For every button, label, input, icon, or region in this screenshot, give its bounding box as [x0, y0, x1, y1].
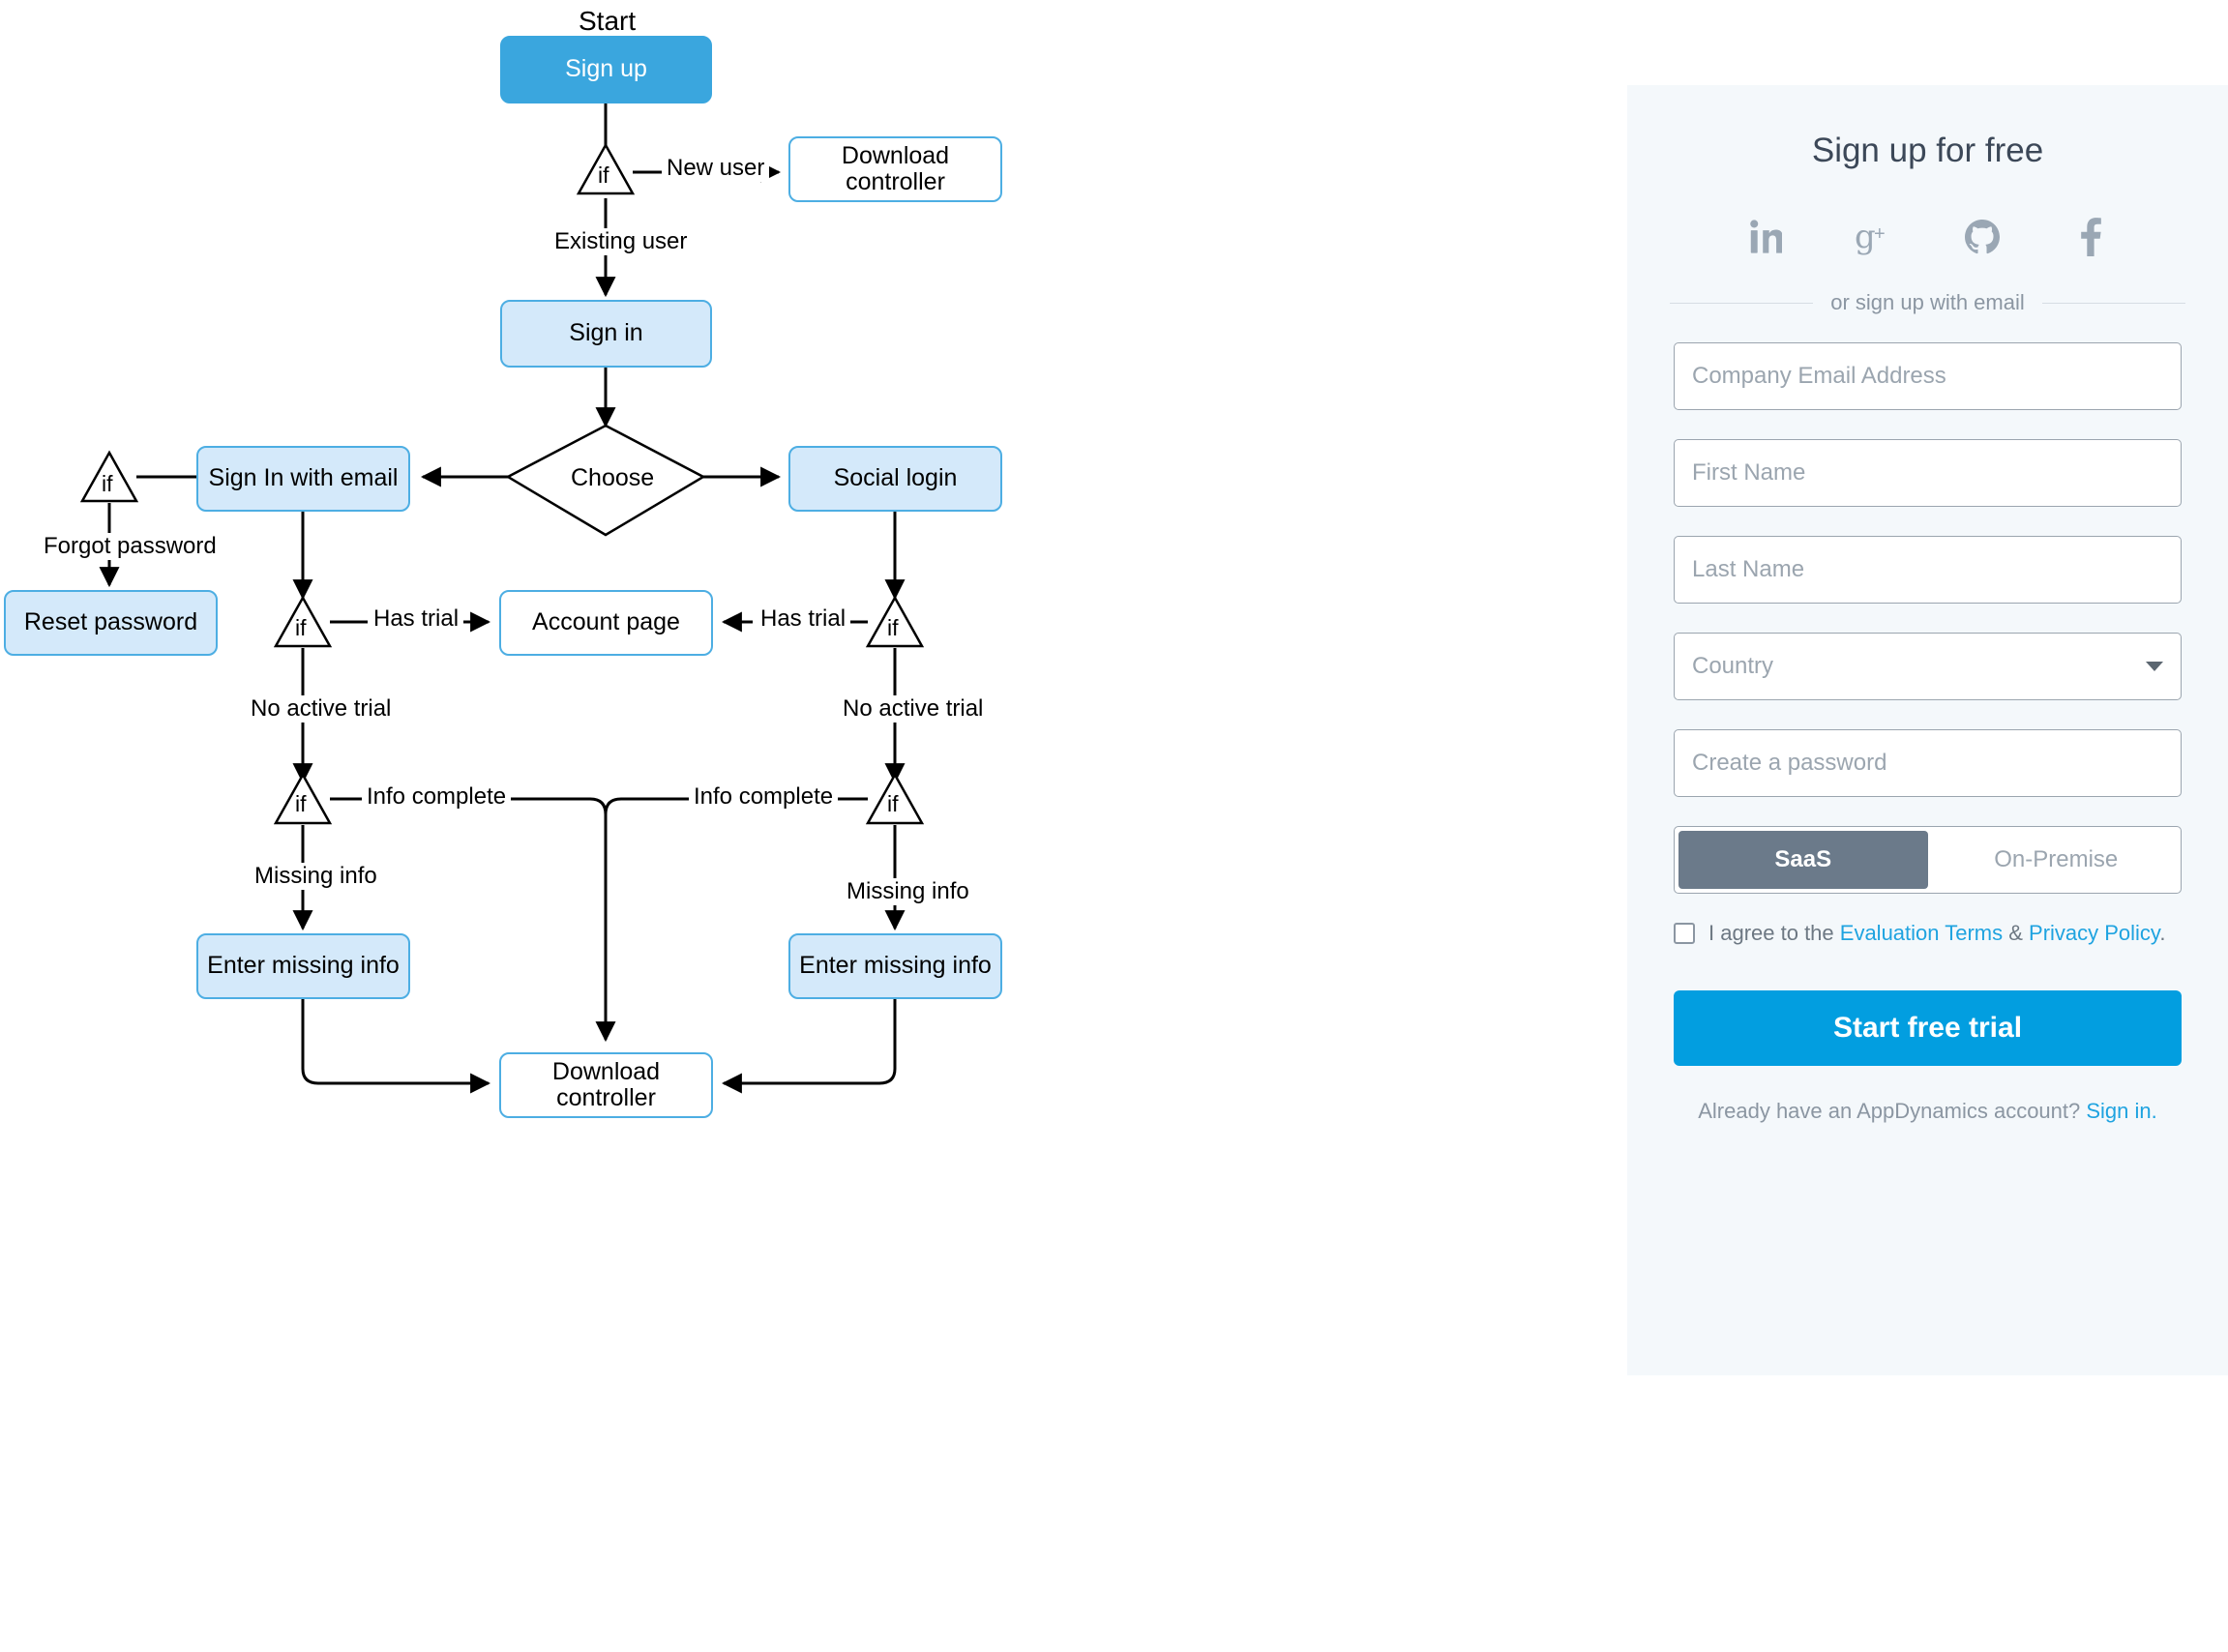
svg-text:g: g: [1855, 219, 1876, 255]
existing-account-note: Already have an AppDynamics account? Sig…: [1627, 1099, 2228, 1124]
node-sign-in-with-email[interactable]: Sign In with email: [196, 446, 410, 512]
decision-if-trial-left[interactable]: if: [295, 615, 307, 640]
deployment-option-on-premise[interactable]: On-Premise: [1994, 846, 2119, 872]
decision-if-info-left[interactable]: if: [295, 791, 307, 816]
decision-if-signup[interactable]: if: [598, 162, 609, 188]
terms-checkbox[interactable]: [1674, 923, 1695, 944]
first-name-placeholder: First Name: [1692, 459, 1806, 486]
country-select[interactable]: Country: [1674, 633, 2182, 700]
last-name-placeholder: Last Name: [1692, 556, 1805, 582]
divider-line-left: [1670, 302, 1814, 304]
company-email-field[interactable]: Company Email Address: [1674, 342, 2182, 410]
node-download-controller-bottom[interactable]: Download controller: [499, 1052, 713, 1118]
terms-agreement-row: I agree to the Evaluation Terms & Privac…: [1627, 921, 2228, 946]
password-placeholder: Create a password: [1692, 750, 1887, 776]
decision-if-forgot-password[interactable]: if: [102, 471, 113, 496]
country-placeholder: Country: [1692, 653, 1774, 679]
chevron-down-icon[interactable]: [2146, 662, 2163, 671]
signup-form-fields: Company Email Address First Name Last Na…: [1627, 342, 2228, 894]
deployment-toggle[interactable]: SaaS On-Premise: [1674, 826, 2182, 894]
edge-label-no-active-trial-right: No active trial: [838, 695, 989, 723]
edge-label-has-trial-right: Has trial: [756, 605, 851, 633]
node-download-controller-top[interactable]: Download controller: [788, 136, 1002, 202]
edge-label-no-active-trial-left: No active trial: [246, 695, 397, 723]
linkedin-icon[interactable]: [1743, 213, 1788, 261]
node-sign-in[interactable]: Sign in: [500, 300, 712, 368]
evaluation-terms-link[interactable]: Evaluation Terms: [1839, 921, 2004, 945]
first-name-field[interactable]: First Name: [1674, 439, 2182, 507]
edge-label-missing-info-right: Missing info: [842, 878, 974, 905]
panel-title: Sign up for free: [1811, 132, 2044, 169]
terms-text: I agree to the Evaluation Terms & Privac…: [1708, 921, 2165, 946]
node-reset-password[interactable]: Reset password: [4, 590, 218, 656]
start-label: Start: [579, 6, 637, 36]
github-icon[interactable]: [1960, 213, 2005, 261]
node-enter-missing-info-left[interactable]: Enter missing info: [196, 933, 410, 999]
node-account-page[interactable]: Account page: [499, 590, 713, 656]
edge-label-has-trial-left: Has trial: [369, 605, 464, 633]
node-enter-missing-info-right[interactable]: Enter missing info: [788, 933, 1002, 999]
signup-panel: Sign up for free g +: [1627, 85, 2228, 1375]
node-choose-label: Choose: [571, 464, 655, 491]
terms-conjunction: &: [2003, 921, 2030, 945]
decision-if-info-right[interactable]: if: [887, 791, 899, 816]
divider-text: or sign up with email: [1830, 290, 2025, 314]
last-name-field[interactable]: Last Name: [1674, 536, 2182, 604]
deployment-option-saas[interactable]: SaaS: [1678, 831, 1928, 889]
google-plus-icon[interactable]: g +: [1852, 213, 1896, 261]
divider-line-right: [2041, 302, 2185, 304]
edge-label-info-complete-right: Info complete: [689, 783, 839, 811]
node-social-login[interactable]: Social login: [788, 446, 1002, 512]
edge-label-existing-user: Existing user: [550, 228, 693, 255]
decision-if-trial-right[interactable]: if: [887, 615, 899, 640]
email-divider: or sign up with email: [1627, 290, 2228, 315]
existing-account-text: Already have an AppDynamics account?: [1698, 1099, 2087, 1123]
social-login-row: g +: [1627, 213, 2228, 261]
svg-text:+: +: [1874, 223, 1886, 245]
sign-in-link[interactable]: Sign in.: [2086, 1099, 2157, 1123]
facebook-icon[interactable]: [2068, 213, 2113, 261]
company-email-placeholder: Company Email Address: [1692, 363, 1946, 389]
start-free-trial-button[interactable]: Start free trial: [1674, 990, 2182, 1066]
password-field[interactable]: Create a password: [1674, 729, 2182, 797]
flow-connectors: [79, 102, 925, 1094]
signup-flow-diagram: Start Sign up Download controller Sign i…: [4, 6, 1002, 1118]
terms-suffix: .: [2159, 921, 2166, 945]
edge-label-forgot-password: Forgot password: [39, 533, 222, 560]
edge-label-info-complete-left: Info complete: [362, 783, 512, 811]
edge-label-missing-info-left: Missing info: [250, 863, 382, 890]
terms-prefix: I agree to the: [1708, 921, 1840, 945]
edge-label-new-user: New user: [662, 155, 770, 182]
node-sign-up[interactable]: Sign up: [500, 36, 712, 103]
privacy-policy-link[interactable]: Privacy Policy: [2029, 921, 2160, 945]
